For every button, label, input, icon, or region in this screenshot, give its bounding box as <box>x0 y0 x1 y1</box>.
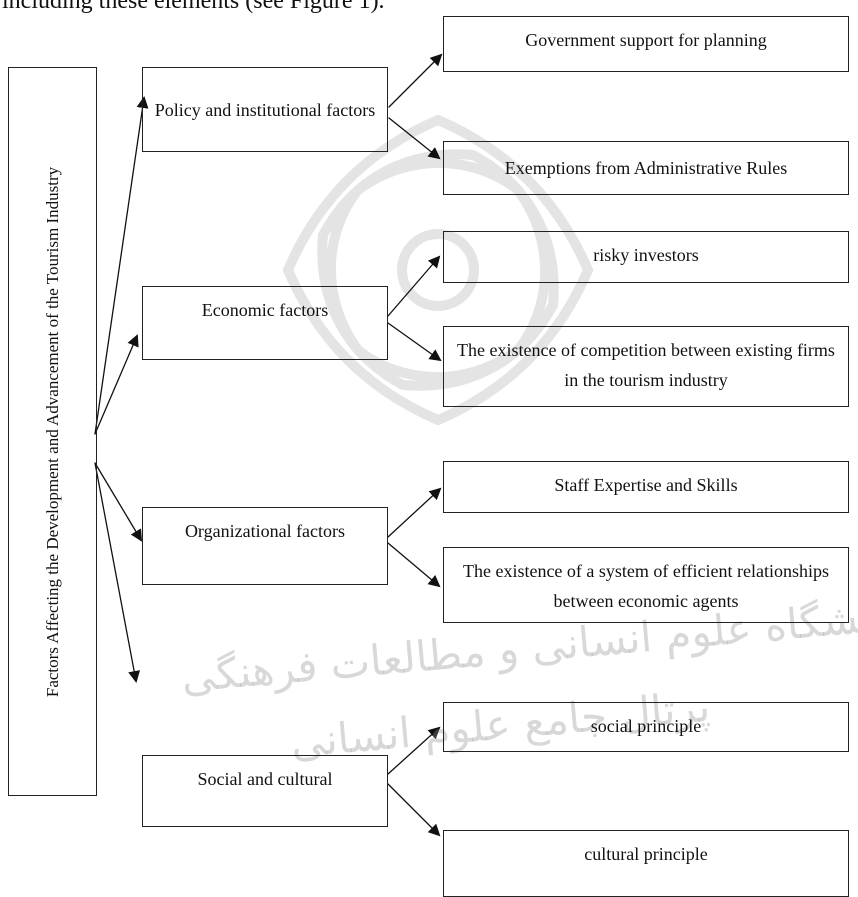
detail-social-principle-box: social principle <box>443 702 849 752</box>
policy-to-exemptions-arrow <box>388 117 441 160</box>
economic-to-investors-arrow <box>387 255 441 317</box>
detail-relationships-label: The existence of a system of efficient r… <box>462 561 830 611</box>
social-to-cultural-principle-arrow <box>387 783 441 837</box>
category-organizational-box: Organizational factors <box>142 507 388 585</box>
watermark-graphic <box>282 114 594 426</box>
detail-social-principle-label: social principle <box>590 716 702 736</box>
watermark-outer-shape <box>282 114 594 426</box>
detail-cultural-principle-box: cultural principle <box>443 830 849 897</box>
economic-to-competition-arrow <box>387 322 442 362</box>
category-social-box: Social and cultural <box>142 755 388 827</box>
social-to-social-principle-arrow <box>387 726 441 775</box>
category-policy-box: Policy and institutional factors <box>142 67 388 152</box>
category-economic-label: Economic factors <box>201 300 329 320</box>
main-to-organizational-arrow <box>94 462 143 542</box>
watermark-middle-shape <box>317 149 559 391</box>
detail-competition-label: The existence of competition between exi… <box>457 340 835 390</box>
main-to-policy-arrow <box>94 96 149 435</box>
main-factor-box: Factors Affecting the Development and Ad… <box>8 67 97 796</box>
detail-competition-box: The existence of competition between exi… <box>443 326 849 407</box>
detail-staff-box: Staff Expertise and Skills <box>443 461 849 513</box>
detail-government-box: Government support for planning <box>443 16 849 72</box>
detail-staff-label: Staff Expertise and Skills <box>554 475 738 495</box>
category-policy-label: Policy and institutional factors <box>154 99 376 120</box>
detail-relationships-box: The existence of a system of efficient r… <box>443 547 849 623</box>
detail-exemptions-label: Exemptions from Administrative Rules <box>504 158 788 178</box>
detail-government-label: Government support for planning <box>525 30 767 50</box>
category-organizational-label: Organizational factors <box>184 521 346 541</box>
detail-investors-label: risky investors <box>593 245 699 265</box>
policy-to-government-arrow <box>388 53 443 108</box>
main-factor-label: Factors Affecting the Development and Ad… <box>42 166 62 697</box>
detail-cultural-principle-label: cultural principle <box>584 844 708 864</box>
main-to-economic-arrow <box>94 334 139 435</box>
organizational-to-staff-arrow <box>387 487 442 538</box>
organizational-to-relationships-arrow <box>387 542 441 588</box>
main-to-social-arrow <box>94 462 141 683</box>
watermark-inner-shape <box>326 158 550 382</box>
detail-investors-box: risky investors <box>443 231 849 283</box>
detail-exemptions-box: Exemptions from Administrative Rules <box>443 141 849 195</box>
watermark-center-ring <box>397 229 479 311</box>
category-economic-box: Economic factors <box>142 286 388 360</box>
category-social-label: Social and cultural <box>197 769 333 789</box>
top-text-fragment: including these elements (see Figure 1). <box>2 0 385 14</box>
